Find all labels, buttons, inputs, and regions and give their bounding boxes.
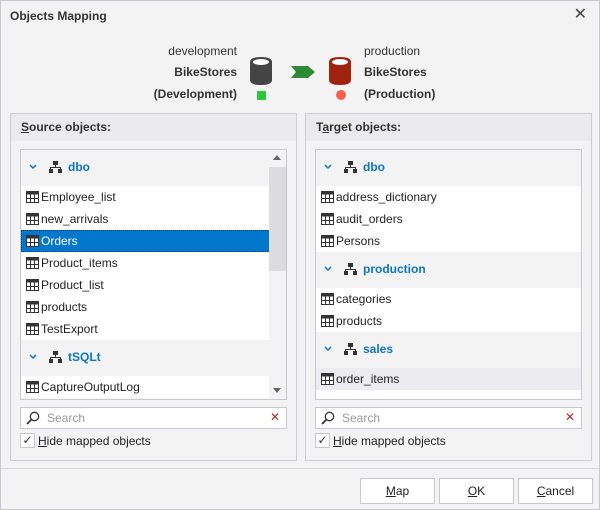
target-database-name: BikeStores	[364, 65, 427, 79]
source-search-input[interactable]	[47, 410, 257, 426]
schema-name: sales	[363, 342, 394, 356]
table-icon	[26, 323, 39, 335]
ok-button[interactable]: OK	[439, 478, 514, 504]
table-row[interactable]: products	[316, 310, 581, 332]
source-search-box[interactable]: ✕	[20, 407, 287, 429]
chevron-down-icon[interactable]	[29, 354, 37, 360]
search-icon	[26, 411, 40, 425]
table-row[interactable]: TestExport	[21, 318, 270, 340]
source-environment-marker	[257, 91, 266, 100]
hide-mapped-label: Hide mapped objects	[333, 434, 446, 448]
target-objects-heading: Target objects:	[306, 114, 591, 141]
schema-group-production[interactable]: production	[316, 252, 581, 288]
schema-icon	[344, 263, 357, 275]
list-empty-space	[316, 390, 581, 399]
source-objects-panel: Source objects: dbo Employee_list new_ar…	[10, 113, 297, 461]
scroll-up-arrow-icon[interactable]	[273, 155, 281, 160]
table-row[interactable]: Employee_list	[21, 186, 270, 208]
source-environment: development	[168, 44, 237, 58]
title-bar: Objects Mapping ✕	[1, 1, 599, 31]
target-environment-marker	[336, 90, 346, 100]
hide-mapped-label: Hide mapped objects	[38, 434, 151, 448]
target-objects-list[interactable]: dbo address_dictionary audit_orders Pers…	[315, 149, 582, 400]
schema-group-sales[interactable]: sales	[316, 332, 581, 368]
cancel-button[interactable]: Cancel	[518, 478, 593, 504]
table-row-hovered[interactable]: order_items	[316, 368, 581, 390]
table-icon	[26, 191, 39, 203]
target-environment: production	[364, 44, 421, 58]
table-icon	[321, 235, 334, 247]
schema-name: dbo	[68, 160, 90, 174]
source-objects-list[interactable]: dbo Employee_list new_arrivals Orders Pr…	[20, 149, 287, 400]
search-icon	[321, 411, 335, 425]
table-row[interactable]: CaptureOutputLog	[21, 376, 270, 398]
schema-name: production	[363, 262, 426, 276]
target-objects-panel: Target objects: dbo address_dictionary a…	[305, 113, 592, 461]
source-list-scrollbar[interactable]	[269, 150, 286, 399]
target-database-icon	[329, 57, 351, 85]
table-icon	[26, 381, 39, 393]
source-objects-heading: Source objects:	[11, 114, 296, 141]
table-row[interactable]: audit_orders	[316, 208, 581, 230]
table-icon	[321, 213, 334, 225]
table-icon	[321, 293, 334, 305]
target-search-box[interactable]: ✕	[315, 407, 582, 429]
table-row[interactable]: Product_items	[21, 252, 270, 274]
source-database-name: BikeStores	[174, 65, 237, 79]
mapping-arrow-icon	[291, 66, 315, 78]
table-icon	[321, 373, 334, 385]
chevron-down-icon[interactable]	[29, 164, 37, 170]
table-row-selected[interactable]: Orders	[21, 230, 270, 252]
schema-group-tsqlt[interactable]: tSQLt	[21, 340, 270, 376]
schema-group-dbo[interactable]: dbo	[21, 150, 270, 186]
map-button[interactable]: Map	[360, 478, 435, 504]
table-row[interactable]: address_dictionary	[316, 186, 581, 208]
scroll-down-arrow-icon[interactable]	[273, 388, 281, 393]
table-row[interactable]: Persons	[316, 230, 581, 252]
target-search-input[interactable]	[342, 410, 552, 426]
clear-search-icon[interactable]: ✕	[269, 410, 280, 424]
table-row[interactable]: categories	[316, 288, 581, 310]
table-icon	[321, 315, 334, 327]
checkbox-checked-icon[interactable]: ✓	[20, 433, 35, 448]
schema-group-dbo[interactable]: dbo	[316, 150, 581, 186]
table-icon	[26, 235, 39, 247]
close-icon[interactable]: ✕	[573, 6, 587, 23]
source-database-icon	[250, 57, 272, 85]
table-icon	[26, 257, 39, 269]
table-row[interactable]: products	[21, 296, 270, 318]
table-icon	[26, 213, 39, 225]
table-row[interactable]: Product_list	[21, 274, 270, 296]
schema-icon	[344, 161, 357, 173]
schema-icon	[344, 343, 357, 355]
source-connection-info: development BikeStores (Development)	[101, 41, 237, 105]
schema-icon	[49, 161, 62, 173]
clear-search-icon[interactable]: ✕	[564, 410, 575, 424]
footer-divider	[1, 468, 599, 469]
dialog-title: Objects Mapping	[10, 9, 107, 23]
source-connection-label: (Development)	[153, 87, 237, 101]
schema-name: tSQLt	[68, 350, 101, 364]
schema-name: dbo	[363, 160, 385, 174]
table-icon	[321, 191, 334, 203]
chevron-down-icon[interactable]	[324, 346, 332, 352]
scrollbar-thumb[interactable]	[269, 167, 286, 271]
schema-icon	[49, 351, 62, 363]
target-connection-label: (Production)	[364, 87, 436, 101]
target-connection-info: production BikeStores (Production)	[364, 41, 504, 105]
checkbox-checked-icon[interactable]: ✓	[315, 433, 330, 448]
table-row[interactable]: new_arrivals	[21, 208, 270, 230]
table-icon	[26, 301, 39, 313]
table-icon	[26, 279, 39, 291]
chevron-down-icon[interactable]	[324, 266, 332, 272]
chevron-down-icon[interactable]	[324, 164, 332, 170]
